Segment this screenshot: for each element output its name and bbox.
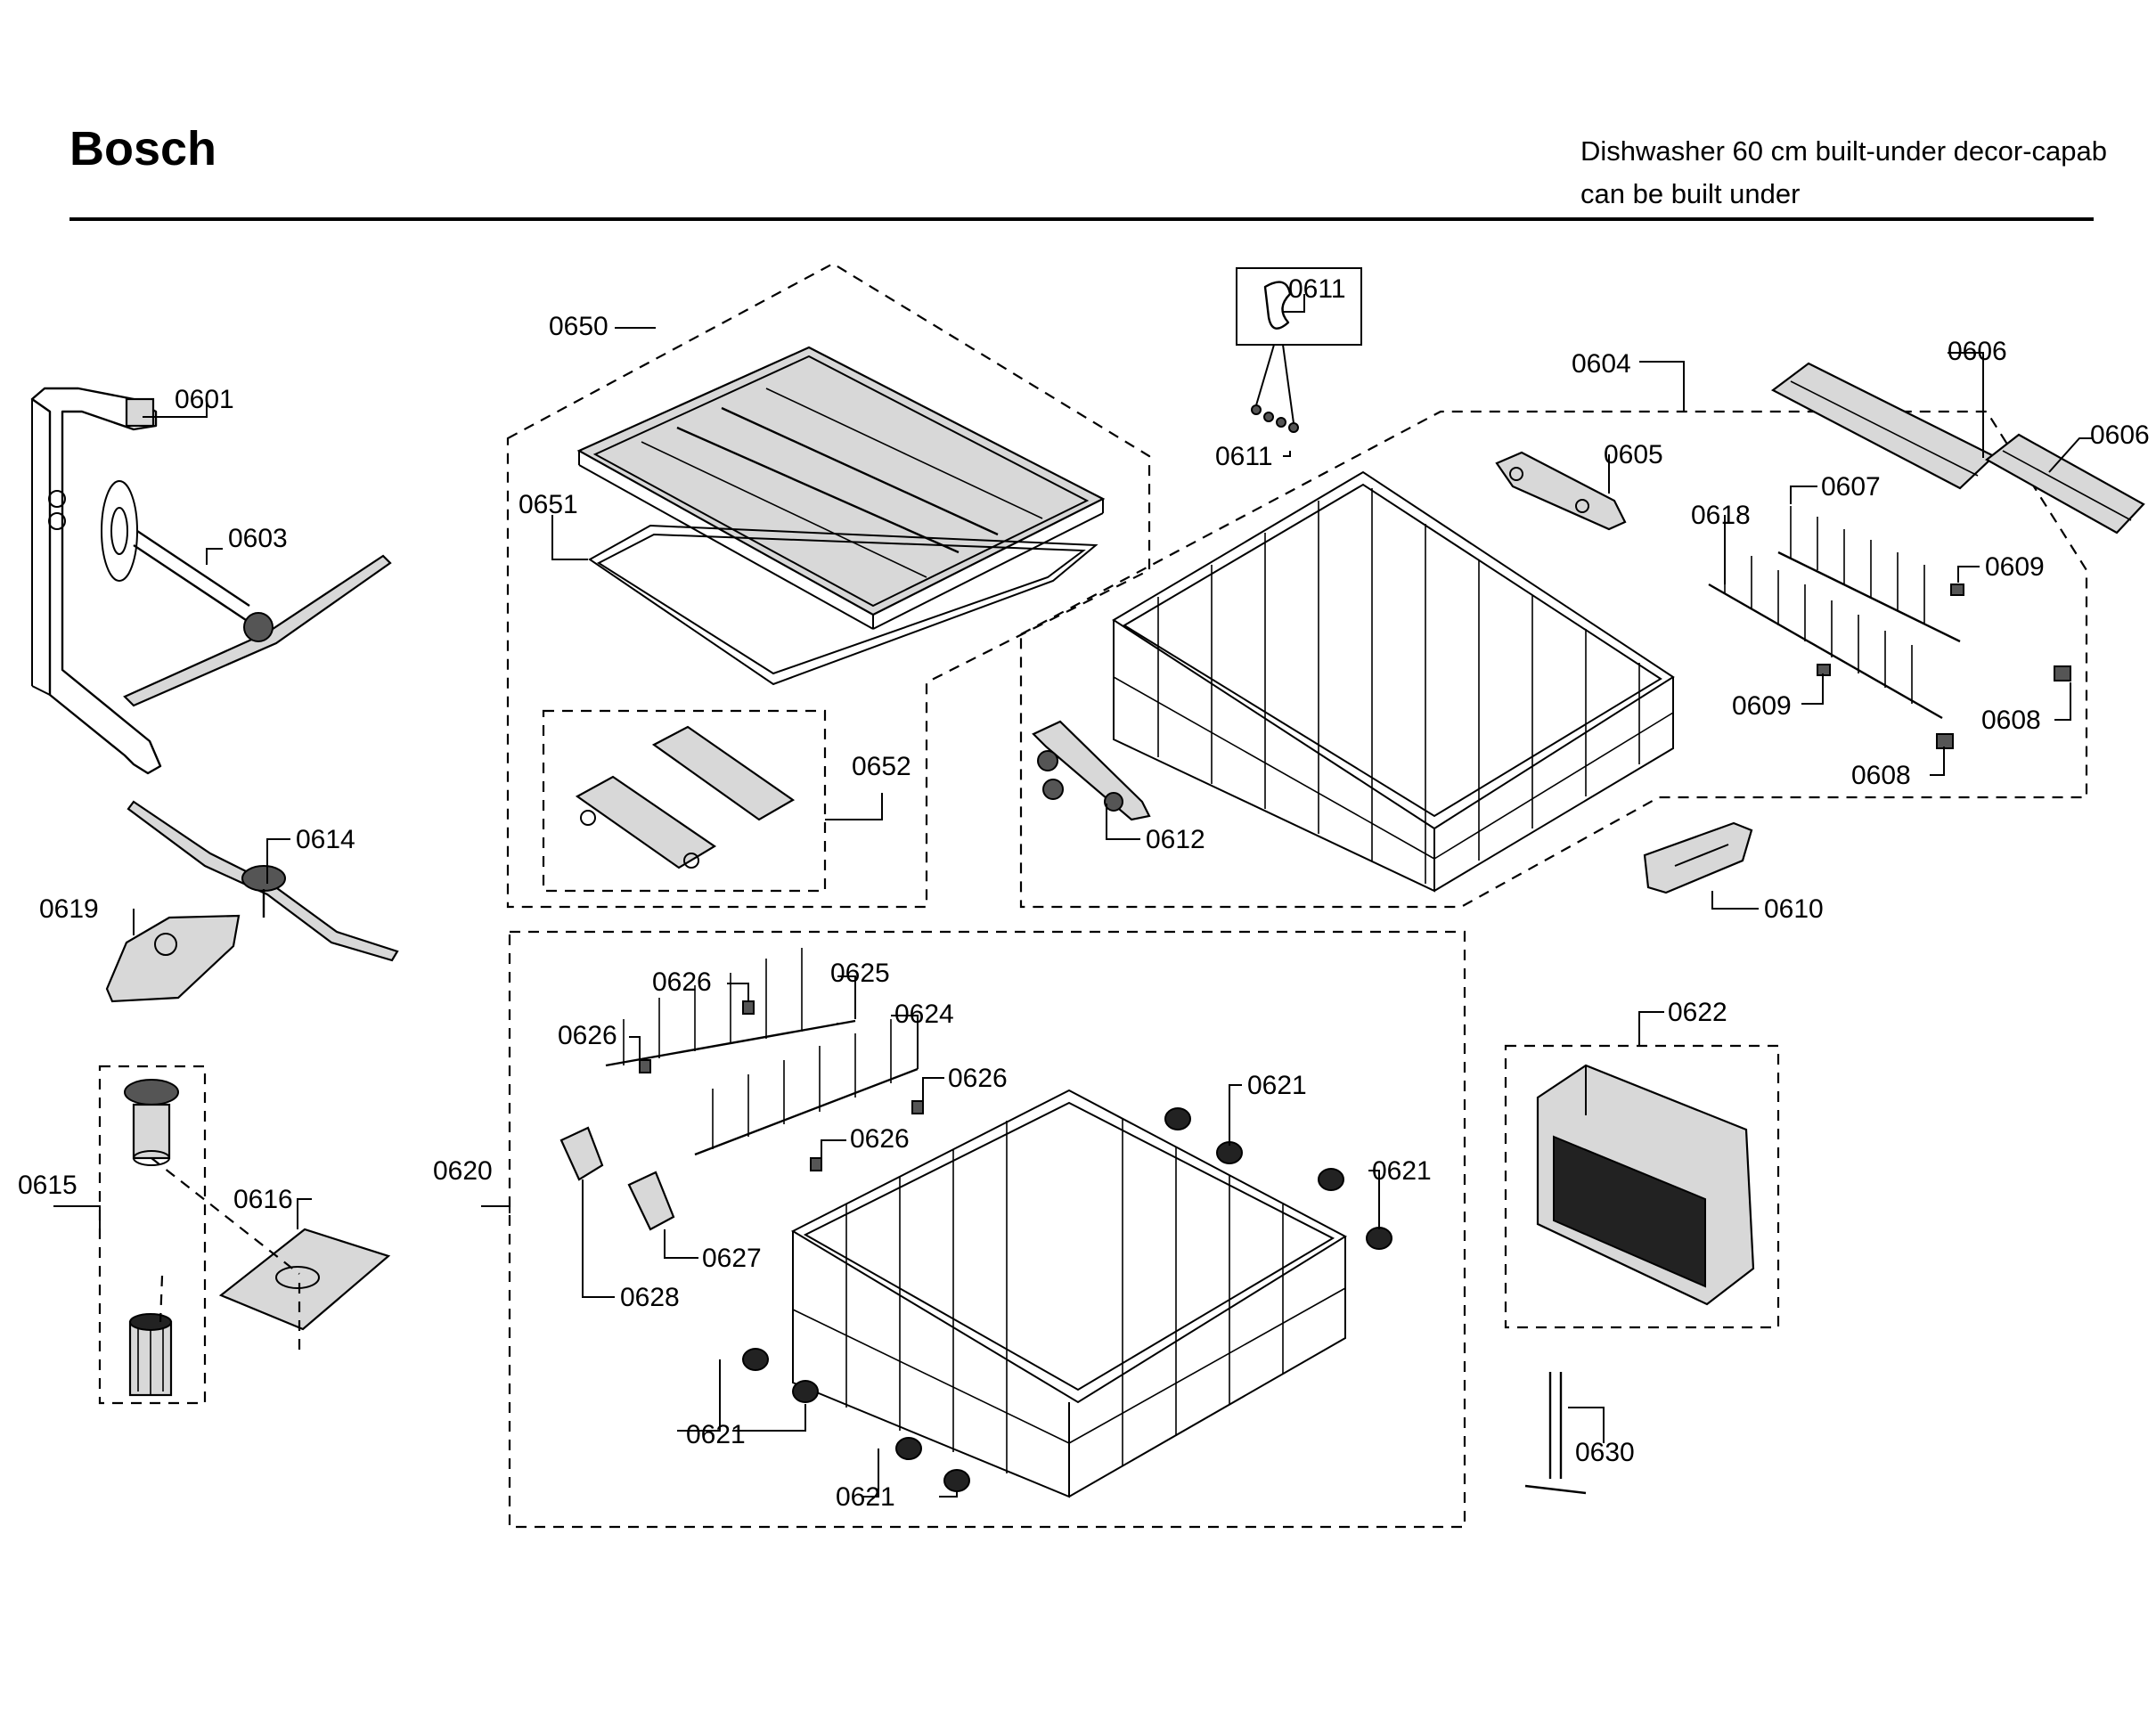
part-0626-clip-b <box>639 1059 651 1073</box>
callout-0627: 0627 <box>702 1244 762 1273</box>
part-0621-rollers <box>742 1107 1392 1492</box>
part-0612-roller-bracket <box>1032 720 1151 821</box>
part-0607-tine-row <box>1777 506 1961 643</box>
group-0620-boundary <box>508 930 1466 1529</box>
part-0608-clip-b <box>1936 733 1954 749</box>
part-0608-clip-a <box>2054 665 2071 681</box>
part-0610-rack-handle <box>1643 821 1753 894</box>
part-0614-lower-spray-arm <box>127 800 399 962</box>
callout-0606-b: 0606 <box>2090 420 2150 450</box>
part-0611-clips <box>1251 281 1299 433</box>
part-0620-lower-basket <box>790 1089 1348 1498</box>
callout-0612: 0612 <box>1146 825 1205 854</box>
callout-0608-a: 0608 <box>1981 706 2041 735</box>
leader-lines <box>53 294 2094 1498</box>
callout-0611-a: 0611 <box>1288 274 1346 304</box>
callout-0604: 0604 <box>1572 349 1631 379</box>
callout-0621-b: 0621 <box>1372 1156 1432 1186</box>
callout-0626-c: 0626 <box>948 1064 1008 1093</box>
callout-0625: 0625 <box>830 959 890 988</box>
part-0609-pin-a <box>1950 584 1964 596</box>
part-0628-bracket <box>559 1126 604 1181</box>
part-0625-tine-row <box>605 948 856 1067</box>
callout-0626-b: 0626 <box>558 1021 617 1050</box>
callout-0615: 0615 <box>18 1171 78 1200</box>
part-0626-clip-a <box>742 1000 755 1015</box>
callout-0619: 0619 <box>39 894 99 924</box>
callout-0609-a: 0609 <box>1985 552 2045 582</box>
part-0606-clip-insert-b <box>1985 433 2145 535</box>
callout-0651: 0651 <box>519 490 578 519</box>
callout-0621-d: 0621 <box>836 1482 895 1512</box>
callout-0605: 0605 <box>1604 440 1663 469</box>
header-rule <box>69 217 2094 221</box>
part-0626-clip-d <box>810 1157 822 1171</box>
callout-0618: 0618 <box>1691 501 1751 530</box>
part-0605-rail-bracket <box>1495 451 1627 531</box>
part-0651-drawer-frame <box>588 524 1098 686</box>
callout-0601: 0601 <box>175 385 234 414</box>
group-0604-boundary <box>1019 410 2088 909</box>
model-line-1: Dishwasher 60 cm built-under decor-capab <box>1580 135 2108 167</box>
part-0615-filter-cylinder <box>124 1079 179 1397</box>
callout-0626-a: 0626 <box>652 967 712 997</box>
callout-0630: 0630 <box>1575 1438 1635 1467</box>
group-0611-box <box>1236 267 1362 346</box>
callout-0608-b: 0608 <box>1851 761 1911 790</box>
callout-labels: 0601 0603 0604 0605 0606 0606 0607 0618 … <box>18 274 2150 1512</box>
callout-0603: 0603 <box>228 524 288 553</box>
callout-0610: 0610 <box>1764 894 1824 924</box>
callout-0621-c: 0621 <box>686 1420 746 1449</box>
part-0650-cutlery-drawer <box>576 346 1106 630</box>
callout-0616: 0616 <box>233 1185 293 1214</box>
part-0616-flat-filter <box>151 1157 391 1351</box>
brand-title: Bosch <box>69 122 217 175</box>
callout-0652: 0652 <box>852 752 911 781</box>
model-description: Dishwasher 60 cm built-under decor-capab… <box>1580 130 2107 216</box>
part-0604-upper-basket <box>1112 470 1675 893</box>
callout-0650: 0650 <box>549 312 608 341</box>
part-0619-micro-filter <box>105 914 241 1003</box>
callout-0611-b: 0611 <box>1215 442 1273 471</box>
part-0601-spray-supply-pipe <box>30 387 162 775</box>
callout-0628: 0628 <box>620 1283 680 1312</box>
part-0630-clip <box>1524 1372 1587 1495</box>
model-line-2: can be built under <box>1580 178 1801 209</box>
callout-0621-a: 0621 <box>1247 1071 1307 1100</box>
group-0615-boundary <box>98 1065 207 1405</box>
group-0652-boundary <box>542 709 827 893</box>
callout-0606-a: 0606 <box>1948 337 2007 366</box>
part-0626-clip-c <box>911 1100 924 1114</box>
callout-0607: 0607 <box>1821 472 1881 502</box>
part-0627-bracket <box>627 1171 675 1231</box>
part-0603-upper-spray-arm <box>101 480 392 707</box>
callout-0620: 0620 <box>433 1156 493 1186</box>
callout-0614: 0614 <box>296 825 355 854</box>
callout-0609-b: 0609 <box>1732 691 1792 721</box>
part-0606-clip-insert-a <box>1770 362 1996 490</box>
callout-0622: 0622 <box>1668 998 1727 1027</box>
callout-0626-d: 0626 <box>850 1124 910 1154</box>
part-0624-tine-row <box>694 1019 919 1156</box>
callout-0624: 0624 <box>894 1000 954 1029</box>
group-0622-boundary <box>1504 1044 1780 1329</box>
part-0622-cutlery-basket <box>1536 1064 1755 1306</box>
part-0652-rail-clips <box>575 725 796 869</box>
